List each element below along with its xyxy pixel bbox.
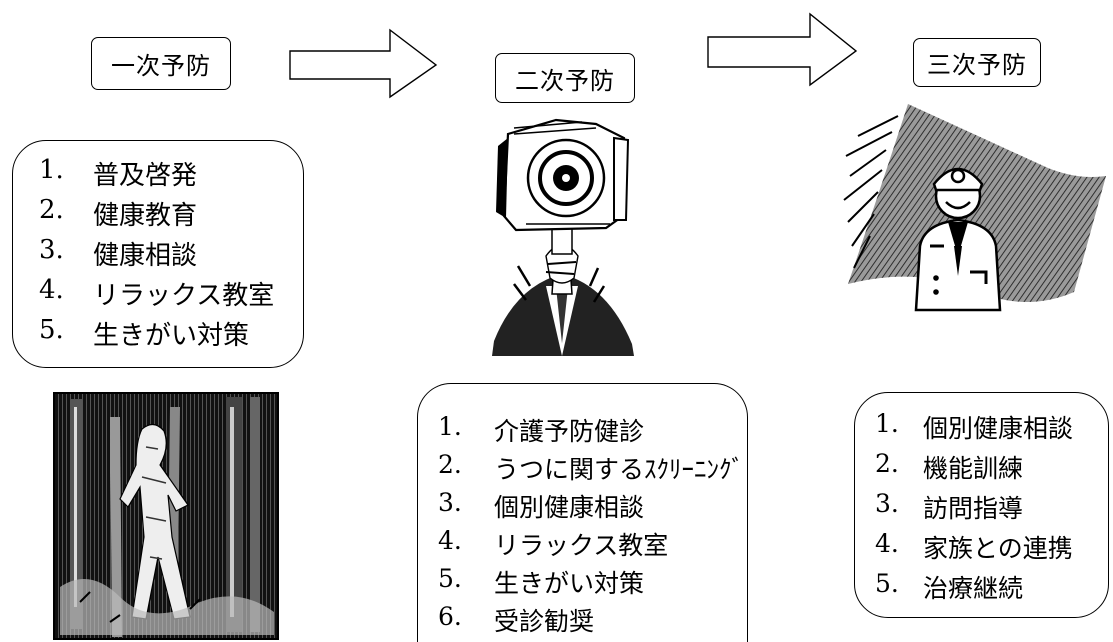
list-item: 4. リラックス教室 (438, 526, 747, 564)
item-number: 5. (39, 315, 64, 345)
primary-prevention-title: 一次予防 (91, 37, 231, 90)
item-text: 生きがい対策 (93, 321, 250, 351)
item-text: リラックス教室 (93, 281, 275, 311)
list-item: 2. うつに関するｽｸﾘｰﾆﾝｸﾞ (438, 450, 747, 488)
item-text: 介護予防健診 (494, 417, 645, 446)
secondary-prevention-list: 1. 介護予防健診 2. うつに関するｽｸﾘｰﾆﾝｸﾞ 3. 個別健康相談 4.… (417, 383, 748, 642)
item-number: 2. (438, 450, 462, 479)
item-number: 6. (438, 602, 462, 631)
list-item: 1. 個別健康相談 (875, 409, 1108, 449)
list-item: 4. 家族との連携 (875, 529, 1108, 569)
list-item: 3. 個別健康相談 (438, 488, 747, 526)
list-item: 5. 生きがい対策 (438, 564, 747, 602)
item-number: 4. (39, 275, 64, 305)
camera-head-businessman-icon (492, 118, 634, 356)
item-number: 4. (438, 526, 462, 555)
item-number: 5. (875, 569, 899, 598)
right-arrow-icon (707, 12, 858, 87)
primary-prevention-list: 1. 普及啓発 2. 健康教育 3. 健康相談 4. リラックス教室 5. 生き… (12, 140, 304, 368)
list-item: 1. 介護予防健診 (438, 412, 747, 450)
item-text: 個別健康相談 (923, 414, 1074, 443)
item-text: 生きがい対策 (494, 569, 645, 598)
list-item: 6. 受診勧奨 (438, 602, 747, 640)
item-text: 個別健康相談 (494, 493, 645, 522)
item-text: 普及啓発 (93, 161, 198, 191)
list-item: 1. 普及啓発 (39, 155, 303, 195)
right-arrow-icon (289, 28, 438, 99)
item-number: 3. (438, 488, 462, 517)
forest-person-woodcut-icon (53, 392, 279, 640)
list-item: 3. 健康相談 (39, 235, 303, 275)
item-number: 1. (39, 155, 64, 185)
item-number: 3. (39, 235, 64, 265)
list-item: 3. 訪問指導 (875, 489, 1108, 529)
secondary-prevention-title: 二次予防 (495, 53, 635, 103)
item-text: うつに関するｽｸﾘｰﾆﾝｸﾞ (494, 455, 745, 484)
item-number: 4. (875, 529, 899, 558)
tertiary-prevention-list: 1. 個別健康相談 2. 機能訓練 3. 訪問指導 4. 家族との連携 5. 治… (854, 392, 1109, 618)
list-item: 5. 生きがい対策 (39, 315, 303, 355)
item-number: 2. (39, 195, 64, 225)
list-item: 2. 機能訓練 (875, 449, 1108, 489)
item-text: 機能訓練 (923, 454, 1024, 483)
list-item: 2. 健康教育 (39, 195, 303, 235)
item-number: 3. (875, 489, 899, 518)
item-number: 1. (875, 409, 899, 438)
item-number: 5. (438, 564, 462, 593)
list-item: 5. 治療継続 (875, 569, 1108, 609)
item-text: 健康教育 (93, 201, 198, 231)
tertiary-prevention-title: 三次予防 (913, 38, 1041, 87)
item-text: 訪問指導 (923, 494, 1024, 523)
item-number: 2. (875, 449, 899, 478)
item-text: 治療継続 (923, 574, 1024, 603)
item-text: リラックス教室 (494, 531, 669, 560)
doctor-with-banner-icon (843, 104, 1106, 312)
item-number: 1. (438, 412, 462, 441)
item-text: 健康相談 (93, 241, 198, 271)
item-text: 家族との連携 (923, 534, 1073, 563)
list-item: 4. リラックス教室 (39, 275, 303, 315)
item-text: 受診勧奨 (494, 607, 595, 636)
